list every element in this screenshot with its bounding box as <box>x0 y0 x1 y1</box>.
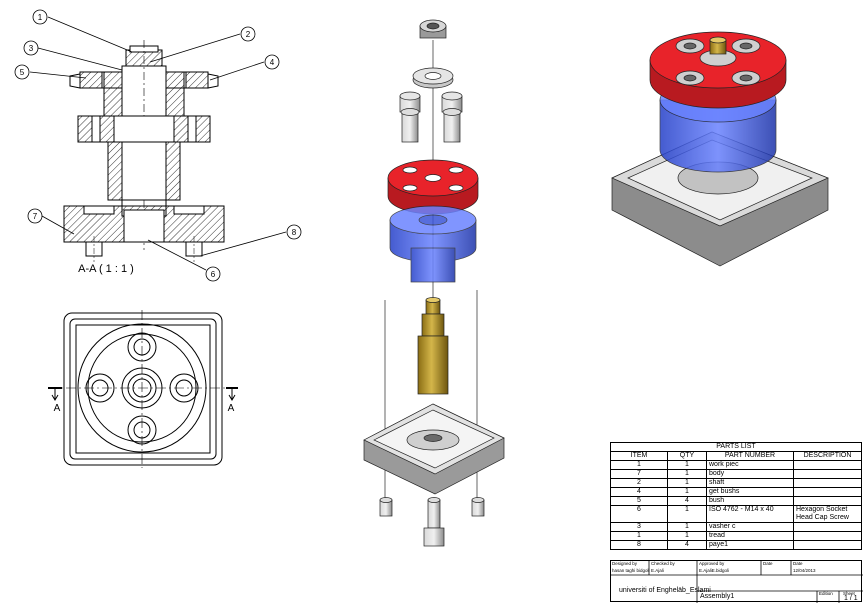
balloon-8-text: 8 <box>292 228 297 237</box>
balloon-5-text: 5 <box>20 68 25 77</box>
sheet-label: Sheet <box>843 591 855 596</box>
header-item: ITEM <box>610 451 668 461</box>
approved-by-label: Approved by <box>699 561 725 566</box>
designed-by-label: Designed by <box>612 561 638 566</box>
approved-by: E.AjaliE.bidgoli <box>699 568 730 573</box>
cut-label-right: A <box>228 403 235 414</box>
shaft-part <box>417 297 449 395</box>
date-value: 12/04/2013 <box>793 568 816 573</box>
header-description: DESCRIPTION <box>793 451 862 461</box>
nut-part <box>419 19 447 39</box>
drawing-title: Assembly1 <box>700 593 735 600</box>
header-part-number: PART NUMBER <box>706 451 794 461</box>
screw-part <box>423 497 445 547</box>
base-part <box>363 403 505 495</box>
parts-list: PARTS LIST ITEM QTY PART NUMBER DESCRIPT… <box>610 442 862 550</box>
section-label: A-A ( 1 : 1 ) <box>78 263 134 275</box>
parts-list-title: PARTS LIST <box>610 442 862 452</box>
organization: universiti of Engheläb_Eslami <box>619 587 711 594</box>
cut-label-left: A <box>54 403 61 414</box>
washer-part <box>412 67 454 89</box>
title-block: Designed by hasan taghi bidgoli Checked … <box>610 560 863 603</box>
balloon-5: 5 <box>14 64 87 80</box>
balloon-6: 6 <box>147 239 221 282</box>
balloon-1: 1 <box>32 9 133 53</box>
date-label-2: Date <box>793 561 803 566</box>
balloon-6-text: 6 <box>211 270 216 279</box>
blue-body-part <box>389 205 477 283</box>
pin-left <box>379 497 393 517</box>
edition-label: Edition <box>819 591 833 596</box>
balloons: 1 2 3 4 5 7 8 6 <box>14 9 302 282</box>
designed-by: hasan taghi bidgoli <box>612 568 650 573</box>
balloon-4: 4 <box>209 54 280 81</box>
balloon-7: 7 <box>27 208 75 235</box>
top-view <box>48 310 238 468</box>
balloon-2: 2 <box>149 26 256 63</box>
balloon-3-text: 3 <box>29 44 34 53</box>
header-qty: QTY <box>667 451 707 461</box>
section-view <box>63 40 225 262</box>
red-plate-part <box>387 159 479 215</box>
balloon-4-text: 4 <box>270 58 275 67</box>
checked-by-label: Checked by <box>651 561 675 566</box>
balloon-8: 8 <box>199 224 302 257</box>
balloon-2-text: 2 <box>246 30 251 39</box>
checked-by: E.Ajali <box>651 568 664 573</box>
iso-view <box>611 31 829 267</box>
balloon-1-text: 1 <box>38 13 43 22</box>
date-label-1: Date <box>763 561 773 566</box>
pin-right <box>471 497 485 517</box>
balloon-3: 3 <box>23 40 123 71</box>
balloon-7-text: 7 <box>33 212 38 221</box>
bush-parts <box>399 91 463 143</box>
title-block-grid <box>611 561 863 603</box>
exploded-view <box>363 19 505 547</box>
sheet-value: 1 / 1 <box>844 595 858 602</box>
